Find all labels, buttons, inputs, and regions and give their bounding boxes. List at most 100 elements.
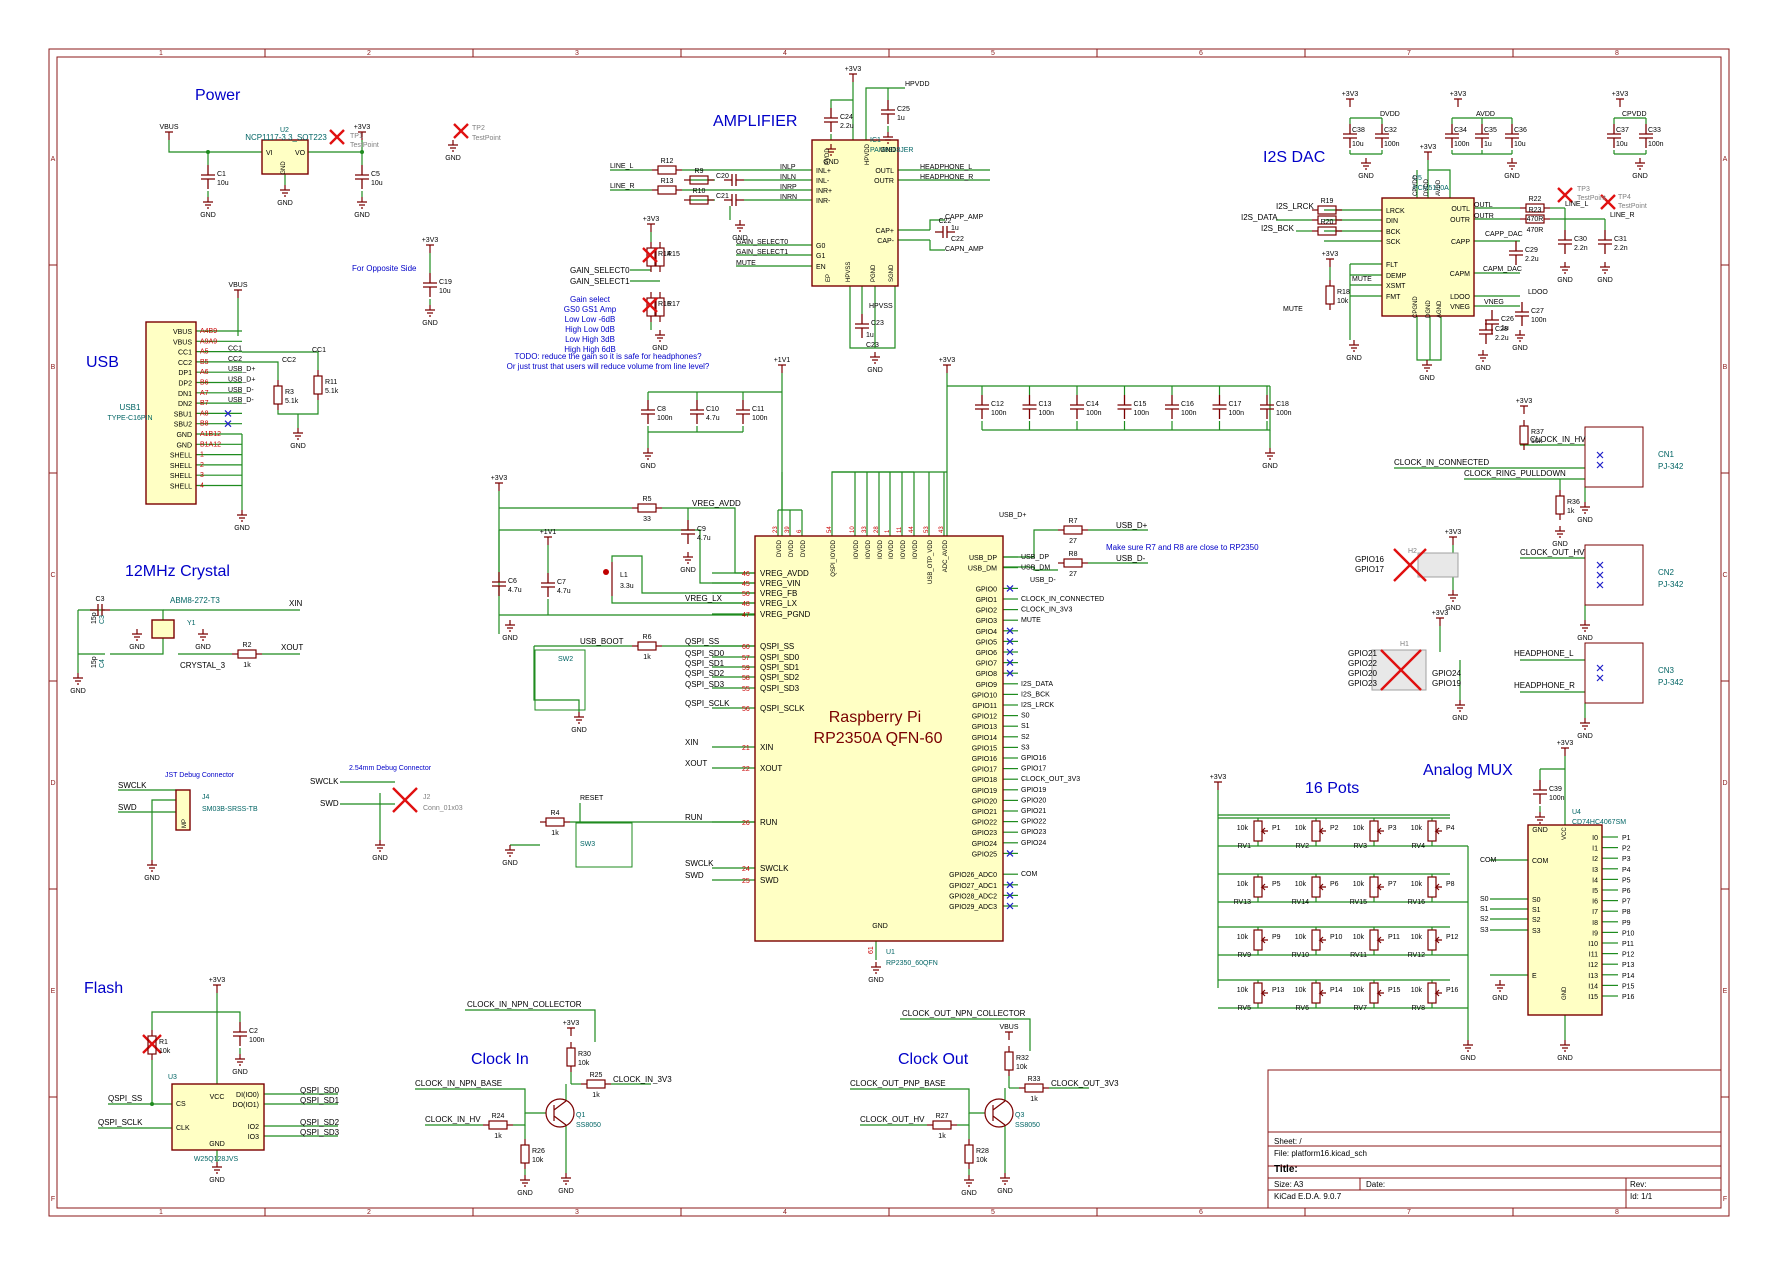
capacitor-symbol [736,400,750,424]
label: CAPP_DAC [1485,231,1523,238]
pot-wiper [1376,883,1384,891]
label: IOVDD [889,539,895,559]
label: GPIO22 [1021,819,1046,826]
section-title-i2s_dac: I2S DAC [1263,149,1325,166]
label: INL+ [816,168,831,175]
label: LINE_L [1565,201,1588,208]
label: QSPI_SCLK [685,699,730,708]
row-label: E [51,988,56,995]
label: S1 [1021,723,1030,730]
label: 33 [862,526,868,533]
label: S2 [1021,734,1030,741]
res-value: 5.1k [285,398,299,405]
ground-label: GND [652,345,668,352]
capacitor-symbol [1598,230,1612,254]
label: PJ-342 [1658,580,1684,589]
power-flag [1214,781,1222,790]
label: VCC [210,1094,225,1101]
label: GPIO24 [1432,669,1461,678]
label: DI(IO0) [236,1092,259,1099]
label: GPIO22 [972,820,997,827]
label: PCM5100A [1413,185,1449,192]
cap-ref: C7 [557,579,566,586]
label: GPIO20 [1348,669,1377,678]
res-value: 1k [494,1133,502,1140]
label: USB_DM [968,566,997,573]
ground-label: GND [517,1190,533,1197]
usb-net-label: USB_D+ [228,366,255,373]
tb-file: File: platform16.kicad_sch [1274,1149,1367,1158]
ground-label: GND [1419,375,1435,382]
power-label: +3V3 [422,237,439,244]
cap-ref: C9 [697,526,706,533]
label: IOVDD [878,539,884,559]
res-value: 10k [532,1157,544,1164]
label: CLOCK_IN_HV [1530,435,1586,444]
label: EN [816,264,826,271]
usb-pin-number: A8 [200,410,209,417]
res-value: 1k [938,1133,946,1140]
power-flag [647,223,655,232]
capacitor-symbol [975,395,989,419]
label: RV15 [1350,899,1367,906]
potentiometer [1369,820,1379,842]
power-label: +3V3 [1322,251,1339,258]
ground-symbol [505,845,515,857]
cap-ref: C6 [508,578,517,585]
label: 10k [1237,881,1249,888]
label: QSPI_SD1 [760,663,800,672]
label: GAIN_SELECT1 [736,249,788,256]
label: GPIO19 [1021,787,1046,794]
ground-symbol [1600,262,1610,274]
res-ref: R8 [1069,551,1078,558]
ground-symbol [1448,590,1458,602]
cap-ref: C26 [1501,316,1514,323]
ground-symbol [1580,502,1590,514]
cap-ref: C12 [991,401,1004,408]
label: QSPI_SD0 [300,1086,340,1095]
reset-switch-sw3 [575,822,633,868]
potentiometer [1427,929,1437,951]
label: GPIO16 [1021,755,1046,762]
power-flag [1005,1031,1013,1040]
usb-pin-number: B7 [200,400,209,407]
section-title-flash: Flash [84,980,123,997]
label: CLOCK_IN_CONNECTED [1394,458,1489,467]
power-label: +3V3 [939,357,956,364]
label: I12 [1588,962,1598,969]
usb-pin-name: SHELL [170,484,192,491]
label: QSPI_SD1 [300,1096,340,1105]
label: GPIO4 [976,629,998,636]
label: SWD [760,876,779,885]
res-ref: R28 [976,1148,989,1155]
dnp-cross [392,787,418,813]
label: P7 [1388,881,1397,888]
potentiometer [1369,929,1379,951]
note-gain-select: High High 6dB [564,345,616,354]
label: GPIO28_ADC2 [949,893,997,900]
pot-wiper [1318,936,1326,944]
label: GPIO9 [976,682,998,689]
label: RP2350_60QFN [886,960,938,967]
mux-u4 [1527,824,1603,1016]
label: S1 [1532,907,1541,914]
section-title-usb: USB [86,354,119,371]
label: H2 [1408,548,1417,555]
label: OUTL [875,168,894,175]
capacitor-symbol [201,165,215,189]
label: 10k [1353,934,1365,941]
resistor-symbol [657,185,677,195]
label: XIN [760,743,774,752]
column-label: 3 [575,1209,579,1216]
label: CD74HC4067SM [1572,819,1626,826]
res-value: 10k [159,1048,171,1055]
usb-pin-name: SHELL [170,463,192,470]
tb-title: Title: [1274,1164,1298,1175]
power-label: +1V1 [774,357,791,364]
res-value: 10k [976,1157,988,1164]
label: LINE_R [610,183,635,190]
power-flag [849,73,857,82]
column-label: 7 [1407,1209,1411,1216]
label: GPIO6 [976,650,998,657]
